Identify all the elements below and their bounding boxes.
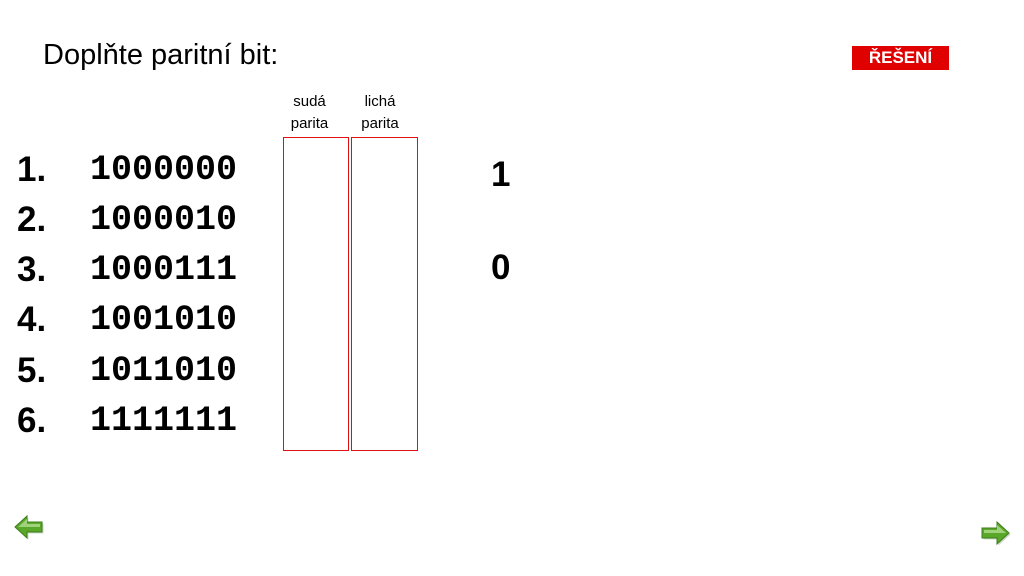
row-number: 4. — [17, 300, 47, 339]
even-parity-header: sudá parita — [283, 91, 336, 135]
list-item: 3. 1000111 — [0, 250, 280, 300]
row-number: 1. — [17, 150, 47, 189]
row-bits: 1000111 — [90, 250, 238, 290]
even-parity-box — [283, 137, 349, 451]
odd-parity-box — [351, 137, 418, 451]
arrow-left-icon — [14, 514, 44, 540]
row-number: 6. — [17, 401, 47, 440]
row-bits: 1111111 — [90, 401, 238, 441]
list-item: 5. 1011010 — [0, 351, 280, 401]
answer-value: 0 — [491, 248, 511, 287]
row-bits: 1000010 — [90, 200, 238, 240]
list-item: 2. 1000010 — [0, 200, 280, 250]
answer-value: 1 — [491, 155, 511, 194]
slide-title: Doplňte paritní bit: — [43, 39, 279, 71]
row-bits: 1011010 — [90, 351, 238, 391]
row-number: 2. — [17, 200, 47, 239]
row-bits: 1000000 — [90, 150, 238, 190]
next-slide-button[interactable] — [979, 517, 1011, 549]
list-item: 1. 1000000 — [0, 150, 280, 200]
row-bits: 1001010 — [90, 300, 238, 340]
odd-parity-header: lichá parita — [352, 91, 408, 135]
row-number: 5. — [17, 351, 47, 390]
even-parity-header-line2: parita — [290, 115, 329, 132]
list-item: 6. 1111111 — [0, 401, 280, 451]
solution-button[interactable]: ŘEŠENÍ — [852, 46, 949, 70]
row-number: 3. — [17, 250, 47, 289]
previous-slide-button[interactable] — [13, 511, 45, 543]
even-parity-header-line1: sudá — [293, 93, 326, 110]
odd-parity-header-line2: parita — [361, 115, 399, 132]
list-item: 4. 1001010 — [0, 300, 280, 350]
arrow-right-icon — [981, 520, 1011, 546]
odd-parity-header-line1: lichá — [364, 93, 396, 110]
